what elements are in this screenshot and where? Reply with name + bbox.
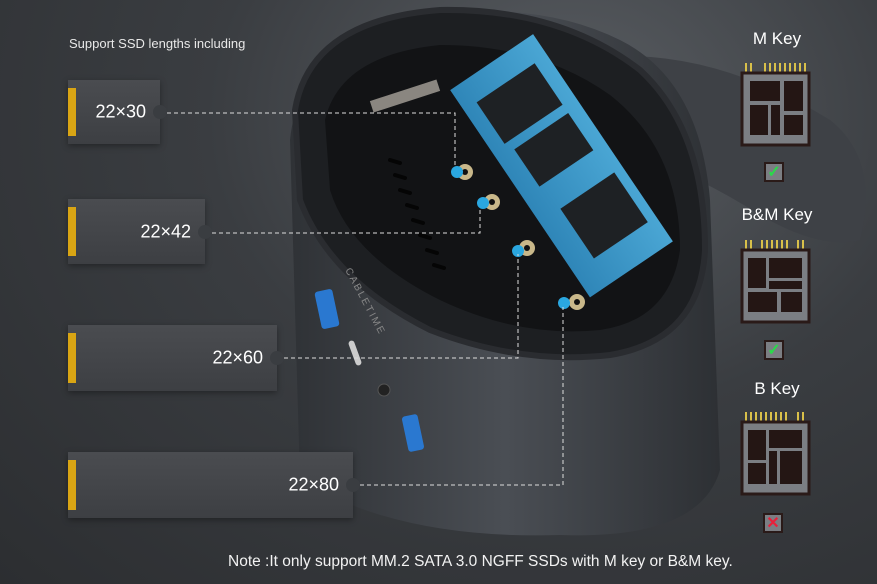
- gold-contacts: [68, 460, 76, 510]
- bm-key-chip-icon: [740, 240, 811, 324]
- length-label: 22×42: [140, 221, 191, 241]
- compatibility-note: Note :It only support MM.2 SATA 3.0 NGFF…: [228, 553, 733, 570]
- unsupported-x-icon: ✕: [763, 513, 783, 533]
- power-button: [377, 383, 391, 397]
- b-key-label: B Key: [754, 379, 800, 398]
- m2-ssd: [450, 34, 673, 298]
- m-key-label: M Key: [752, 29, 802, 48]
- ssd-length-card-22x80: 22×80: [68, 452, 360, 518]
- leader-22x60: [277, 254, 519, 359]
- usb-port-1: [314, 289, 340, 329]
- m2-connector: [369, 79, 441, 113]
- leader-22x80: [353, 307, 564, 486]
- leader-22x42: [205, 207, 481, 234]
- supported-check-icon: ✓: [764, 162, 784, 182]
- usb-port-2: [401, 414, 425, 452]
- usb-c-port: [348, 340, 362, 366]
- caption: Support SSD lengths including: [69, 36, 246, 51]
- gold-contacts: [68, 88, 76, 136]
- length-label: 22×30: [95, 101, 146, 122]
- card-notch: [153, 105, 167, 119]
- card-notch: [346, 478, 360, 492]
- ssd-length-card-22x60: 22×60: [68, 325, 284, 391]
- ssd-length-card-22x42: 22×42: [68, 199, 212, 264]
- card-notch: [198, 224, 212, 239]
- supported-check-icon: ✓: [764, 340, 784, 360]
- length-label: 22×80: [288, 474, 339, 495]
- m-key-chip-icon: [740, 63, 811, 147]
- gold-contacts: [68, 207, 76, 256]
- b-key-chip-icon: [740, 412, 811, 496]
- length-label: 22×60: [212, 347, 263, 368]
- leader-22x30: [160, 112, 456, 168]
- ssd-length-card-22x30: 22×30: [68, 80, 167, 144]
- standoff-screws: [451, 164, 585, 310]
- gold-contacts: [68, 333, 76, 383]
- bm-key-label: B&M Key: [741, 205, 813, 224]
- vent-slots: [388, 158, 446, 270]
- card-notch: [270, 351, 284, 365]
